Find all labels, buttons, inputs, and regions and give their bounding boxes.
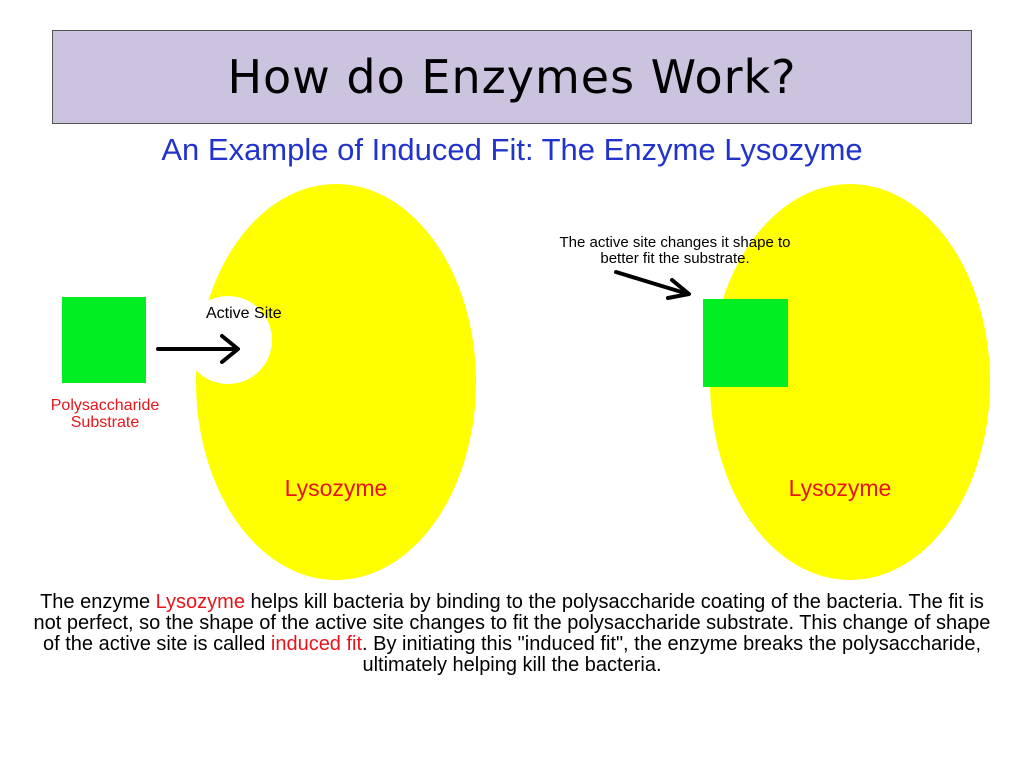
substrate-label-line1: Polysaccharide [50, 397, 160, 414]
left-arrow-icon [156, 334, 240, 364]
left-enzyme-shape [196, 184, 476, 580]
annotation-line2: better fit the substrate. [600, 249, 750, 267]
annotation-line1: The active site changes it shape to [559, 234, 791, 251]
right-enzyme-shape [710, 184, 990, 580]
description-highlight-induced-fit: induced fit [270, 633, 363, 655]
right-substrate-shape [703, 299, 788, 387]
slide-subtitle: An Example of Induced Fit: The Enzyme Ly… [161, 132, 863, 167]
description-paragraph: The enzyme Lysozyme helps kill bacteria … [30, 592, 994, 676]
slide-title: How do Enzymes Work? [227, 50, 797, 104]
substrate-label: Polysaccharide Substrate [20, 397, 190, 432]
description-part2: helps kill bacteria by binding to the po… [33, 591, 991, 655]
description-part3: . By initiating this "induced fit", the … [362, 633, 982, 676]
right-enzyme-label: Lysozyme [788, 475, 892, 501]
active-site-label: Active Site [206, 305, 282, 322]
right-arrow-icon [614, 270, 691, 300]
active-site-annotation: The active site changes it shape to bett… [500, 235, 850, 267]
description-part1: The enzyme [40, 591, 156, 613]
substrate-label-line2: Substrate [70, 413, 140, 431]
left-enzyme-label: Lysozyme [284, 475, 388, 501]
left-substrate-shape [62, 297, 146, 383]
title-box: How do Enzymes Work? [52, 30, 972, 124]
description-highlight-lysozyme: Lysozyme [155, 591, 245, 613]
